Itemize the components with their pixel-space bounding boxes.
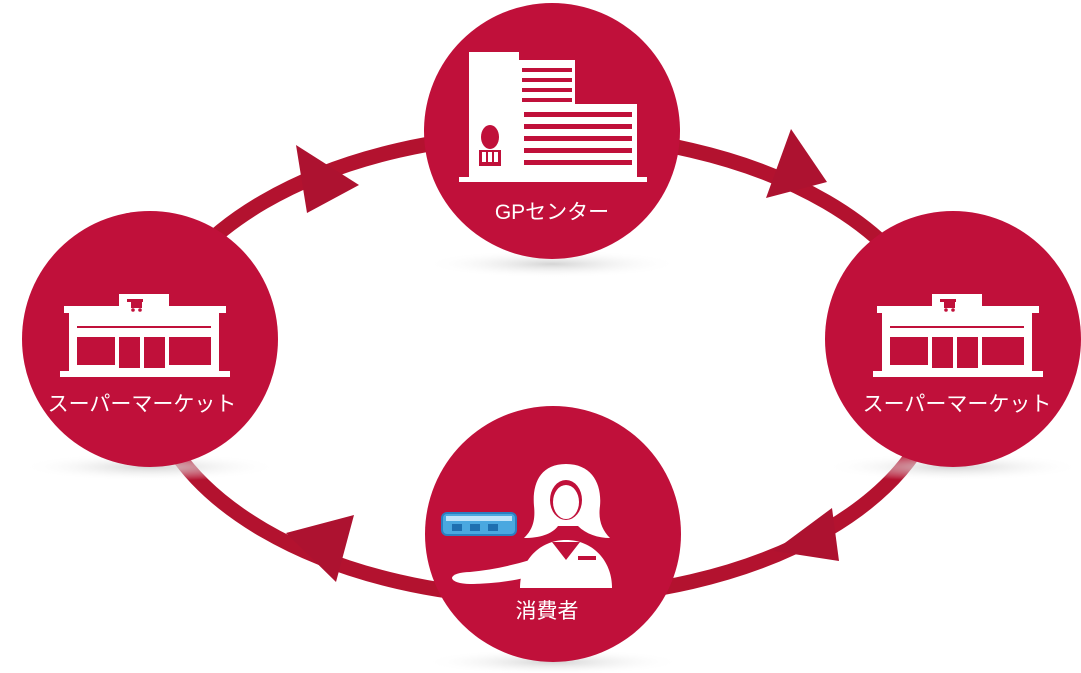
node-supermarket-right: スーパーマーケット bbox=[825, 211, 1081, 467]
node-consumer: 消費者 bbox=[425, 406, 681, 662]
supermarket-store-icon bbox=[60, 294, 230, 377]
office-building-icon bbox=[459, 52, 647, 182]
supermarket-store-icon bbox=[873, 294, 1043, 377]
water-bottle-pack-icon bbox=[441, 512, 517, 536]
node-circle bbox=[425, 406, 681, 662]
node-label: スーパーマーケット bbox=[48, 393, 237, 416]
flow-arrow-top-to-right bbox=[766, 129, 827, 198]
node-supermarket-left: スーパーマーケット bbox=[22, 211, 278, 467]
node-shadow bbox=[424, 250, 680, 278]
consumer-person-icon bbox=[441, 464, 612, 588]
node-label: 消費者 bbox=[516, 600, 579, 623]
node-label: スーパーマーケット bbox=[863, 393, 1052, 416]
flow-arrow-bottom-to-left bbox=[286, 515, 354, 582]
node-gp-center: GPセンター bbox=[424, 3, 680, 259]
flow-arrow-left-to-top bbox=[296, 145, 359, 213]
flow-arrow-right-to-bottom bbox=[774, 508, 839, 561]
node-label: GPセンター bbox=[495, 201, 609, 224]
node-shadow bbox=[823, 453, 1081, 481]
